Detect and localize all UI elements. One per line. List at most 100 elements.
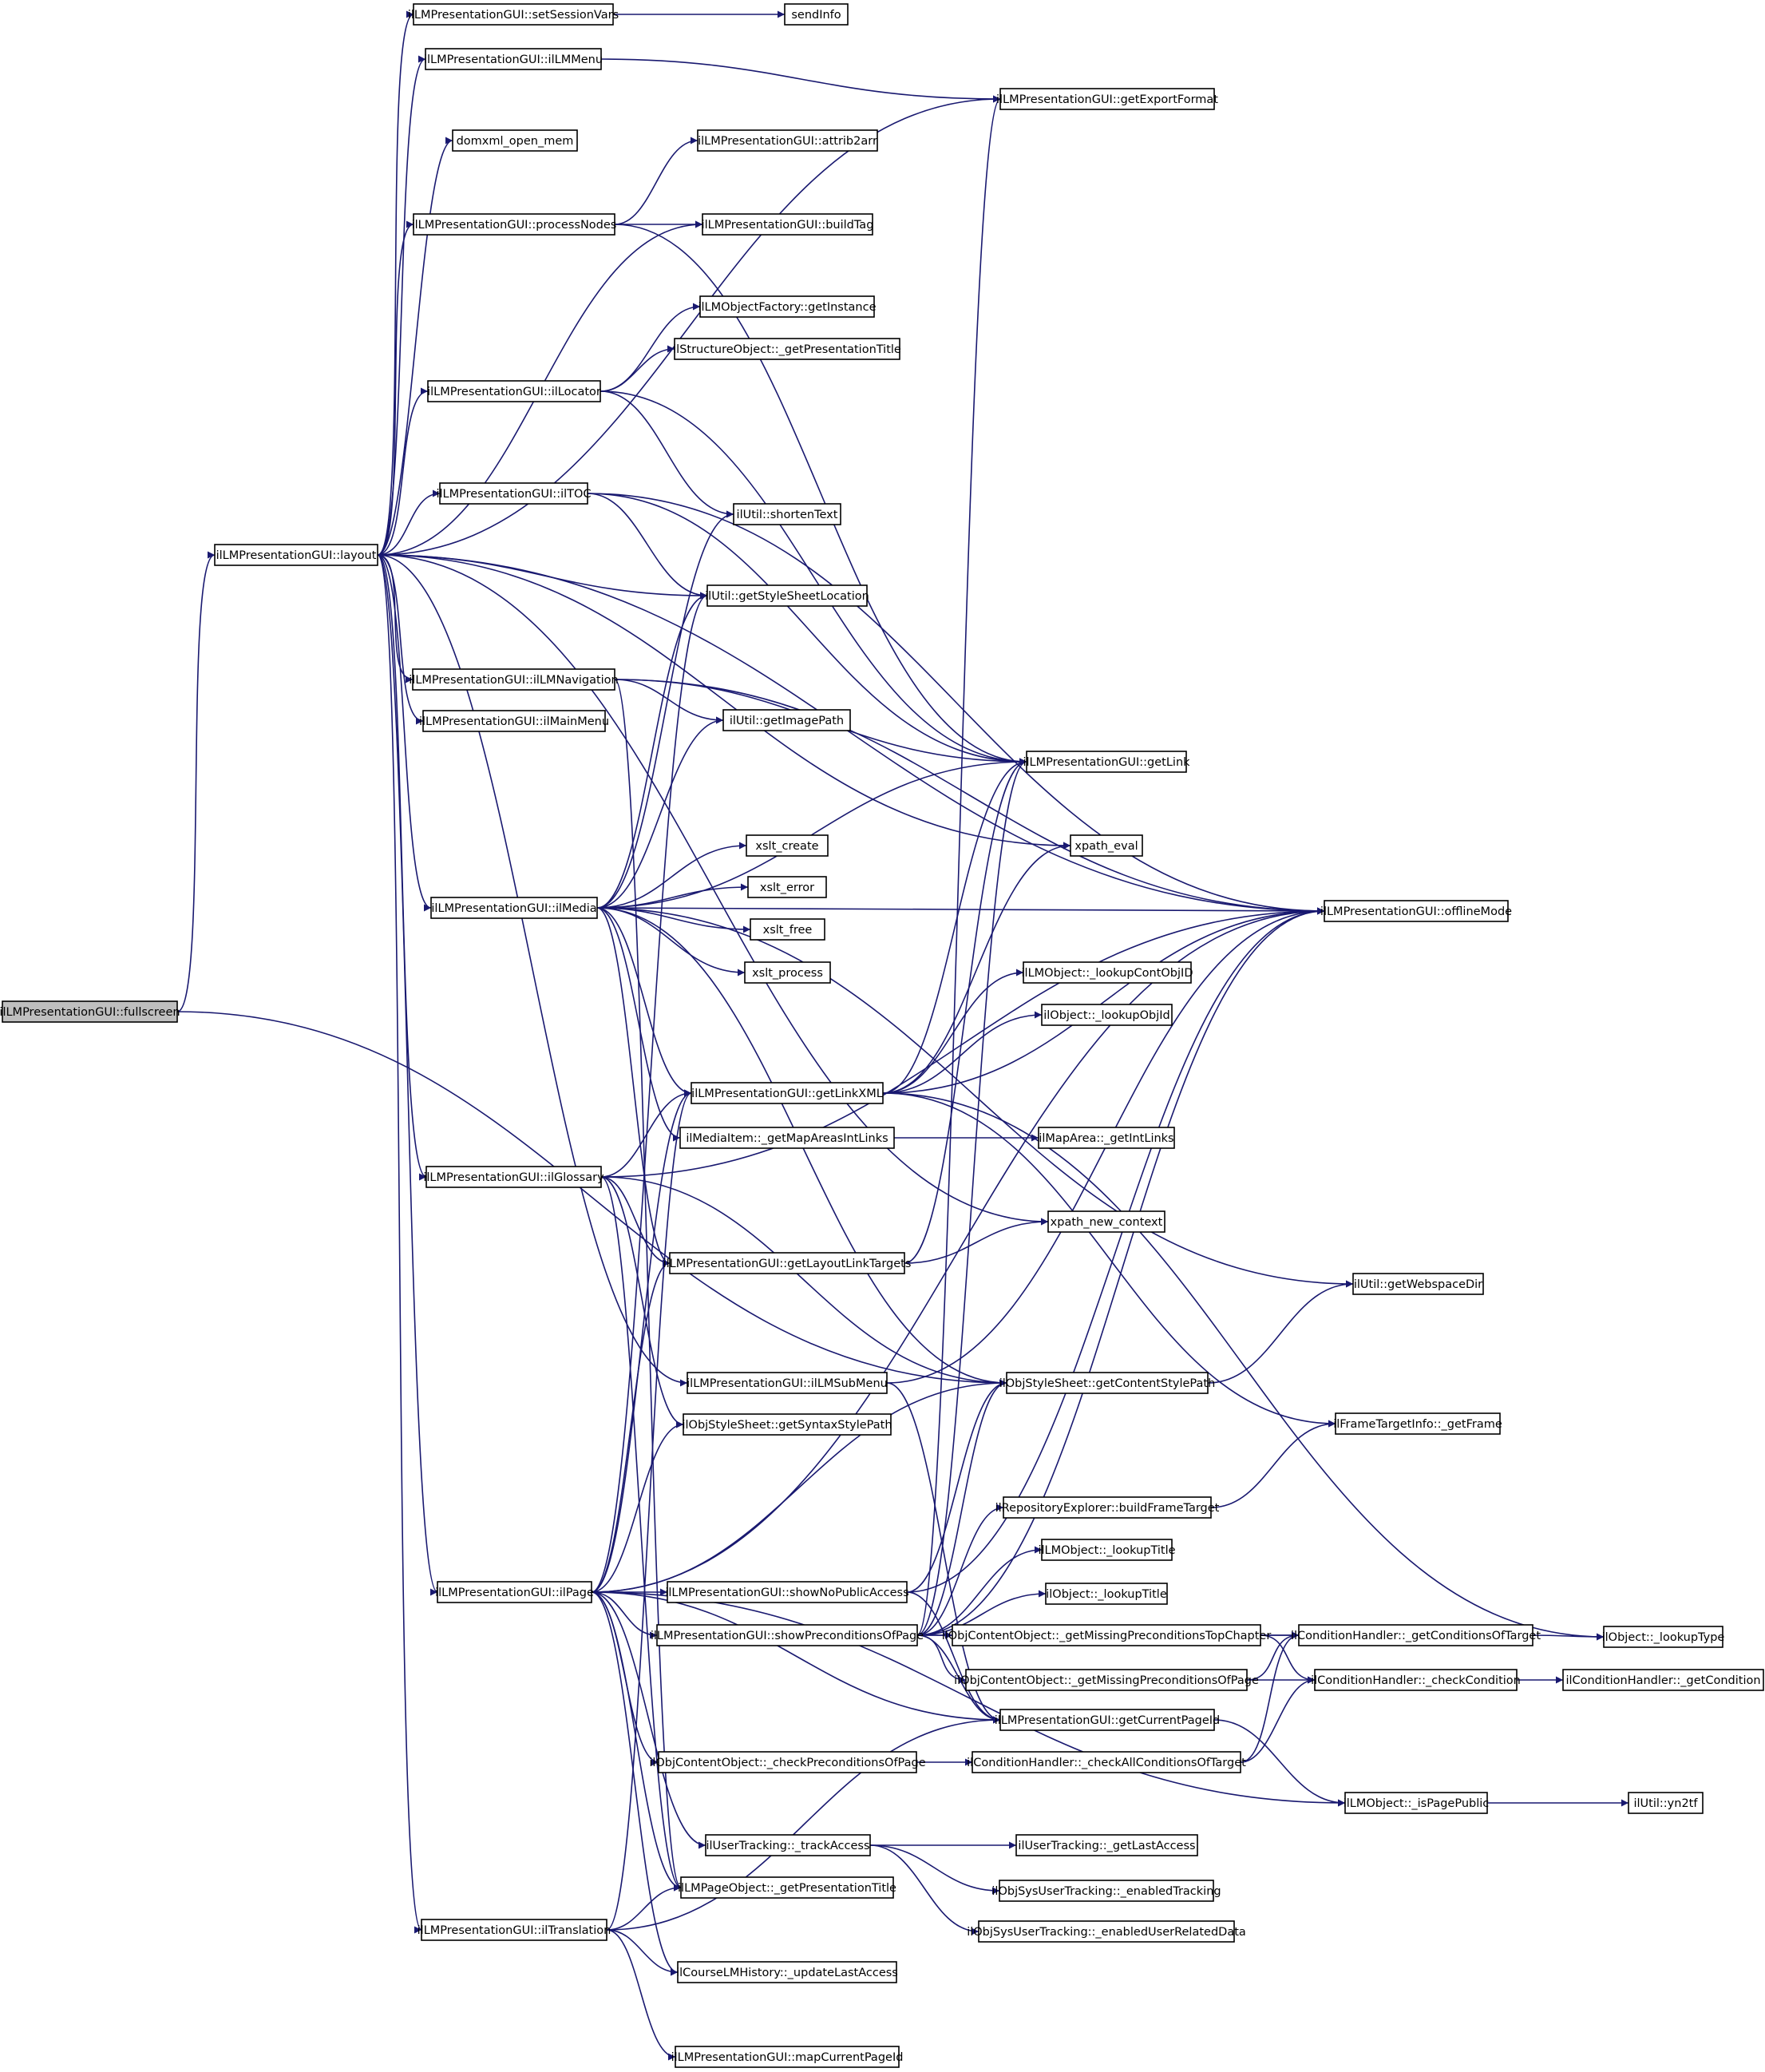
node-lookup-obj-id[interactable]: ilObject::_lookupObjId xyxy=(1041,1004,1173,1026)
edge-get-link-xml-to-get-link xyxy=(882,758,1027,1094)
node-is-page-public[interactable]: ilLMObject::_isPagePublic xyxy=(1344,1792,1490,1814)
node-get-link-xml[interactable]: ilLMPresentationGUI::getLinkXML xyxy=(691,1082,884,1104)
node-box xyxy=(1047,1210,1165,1233)
edge-il-page-to-get-link-xml xyxy=(591,1089,692,1593)
node-attrib2arr[interactable]: ilLMPresentationGUI::attrib2arr xyxy=(697,129,878,152)
node-struct-pres-title[interactable]: ilStructureObject::_getPresentationTitle xyxy=(673,338,901,360)
edge-get-conditions-of-target-to-lookup-type xyxy=(1532,1633,1605,1641)
node-get-current-page-id[interactable]: ilLMPresentationGUI::getCurrentPageId xyxy=(995,1709,1220,1731)
node-shorten-text[interactable]: ilUtil::shortenText xyxy=(733,503,841,525)
node-map-current-page-id[interactable]: ilLMPresentationGUI::mapCurrentPageId xyxy=(671,2046,904,2068)
node-il-glossary[interactable]: ilLMPresentationGUI::ilGlossary xyxy=(423,1166,604,1188)
node-build-tag[interactable]: ilLMPresentationGUI::buildTag xyxy=(702,213,874,236)
node-get-syntax-style-path[interactable]: ilObjStyleSheet::getSyntaxStylePath xyxy=(682,1413,892,1436)
node-get-instance[interactable]: ilLMObjectFactory::getInstance xyxy=(698,295,877,318)
node-label: ilMapArea::_getIntLinks xyxy=(1039,1132,1173,1145)
node-page-obj-pres-title[interactable]: ilLMPageObject::_getPresentationTitle xyxy=(678,1876,896,1899)
node-il-lmmenu[interactable]: ilLMPresentationGUI::ilLMMenu xyxy=(424,48,603,70)
node-il-locator[interactable]: ilLMPresentationGUI::ilLocator xyxy=(427,380,601,402)
node-lm-lookup-title[interactable]: ilLMObject::_lookupTitle xyxy=(1038,1539,1176,1561)
node-box xyxy=(1026,751,1187,773)
node-label: ilLMObject::_lookupContObjID xyxy=(1022,967,1193,980)
node-update-last-access[interactable]: ilCourseLMHistory::_updateLastAccess xyxy=(676,1961,898,1983)
node-il-toc[interactable]: ilLMPresentationGUI::ilTOC xyxy=(436,482,592,505)
node-check-condition[interactable]: ilConditionHandler::_checkCondition xyxy=(1311,1669,1521,1691)
node-xslt-process[interactable]: xslt_process xyxy=(744,961,831,984)
node-process-nodes[interactable]: ilLMPresentationGUI::processNodes xyxy=(412,213,617,236)
node-xslt-create[interactable]: xslt_create xyxy=(746,834,829,857)
node-get-int-links[interactable]: ilMapArea::_getIntLinks xyxy=(1038,1127,1175,1149)
node-get-content-style-path[interactable]: ilObjStyleSheet::getContentStylePath xyxy=(999,1372,1216,1394)
node-enabled-user-related-data[interactable]: ilObjSysUserTracking::_enabledUserRelate… xyxy=(967,1920,1246,1943)
node-domxml-open-mem[interactable]: domxml_open_mem xyxy=(452,129,578,152)
node-label: ilLMPresentationGUI::mapCurrentPageId xyxy=(671,2051,904,2064)
node-box xyxy=(421,1919,607,1941)
node-il-lmsub-menu[interactable]: ilLMPresentationGUI::ilLMSubMenu xyxy=(687,1372,888,1394)
node-box xyxy=(1070,834,1143,857)
edge-il-lmnavigation-to-offline-mode xyxy=(614,679,1325,915)
edge-layout-to-set-session-vars xyxy=(377,10,414,556)
node-label: xslt_create xyxy=(755,840,818,853)
node-get-last-access[interactable]: ilUserTracking::_getLastAccess xyxy=(1015,1834,1198,1856)
node-layout[interactable]: ilLMPresentationGUI::layout xyxy=(214,544,378,566)
node-xpath-eval[interactable]: xpath_eval xyxy=(1070,834,1143,857)
node-yn2tf[interactable]: ilUtil::yn2tf xyxy=(1628,1792,1704,1814)
node-il-main-menu[interactable]: ilLMPresentationGUI::ilMainMenu xyxy=(419,710,609,732)
node-lookup-type[interactable]: ilObject::_lookupType xyxy=(1602,1626,1725,1648)
node-box xyxy=(439,482,588,505)
edge-il-glossary-to-page-obj-pres-title xyxy=(600,1176,682,1892)
node-box xyxy=(1038,1127,1175,1149)
node-check-prec-of-page[interactable]: ilObjContentObject::_checkPreconditionsO… xyxy=(649,1751,926,1773)
node-get-export-format[interactable]: ilLMPresentationGUI::getExportFormat xyxy=(996,88,1218,110)
node-enabled-tracking[interactable]: ilObjSysUserTracking::_enabledTracking xyxy=(991,1880,1221,1902)
node-label: ilLMPresentationGUI::ilMainMenu xyxy=(419,715,609,728)
edge-il-page-to-get-style-sheet-location xyxy=(591,592,708,1593)
node-get-frame[interactable]: ilFrameTargetInfo::_getFrame xyxy=(1333,1412,1502,1435)
edge-check-all-conditions-to-get-conditions-of-target xyxy=(1240,1631,1300,1763)
node-get-conditions-of-target[interactable]: ilConditionHandler::_getConditionsOfTarg… xyxy=(1291,1624,1541,1646)
node-il-translation[interactable]: ilLMPresentationGUI::ilTranslation xyxy=(418,1919,611,1941)
node-box xyxy=(1045,1583,1168,1605)
node-get-image-path[interactable]: ilUtil::getImagePath xyxy=(722,709,851,731)
node-show-no-public-access[interactable]: ilLMPresentationGUI::showNoPublicAccess xyxy=(665,1581,909,1603)
edge-track-access-to-enabled-user-related-data xyxy=(869,1844,979,1935)
node-xpath-new-context[interactable]: xpath_new_context xyxy=(1047,1210,1165,1233)
node-offline-mode[interactable]: ilLMPresentationGUI::offlineMode xyxy=(1320,900,1512,922)
edge-il-translation-to-page-obj-pres-title xyxy=(606,1884,682,1931)
node-box xyxy=(683,1413,892,1436)
edge-layout-to-il-toc xyxy=(377,489,441,556)
node-label: xpath_eval xyxy=(1074,840,1138,853)
node-missing-prec-of-page[interactable]: ilObjContentObject::_getMissingPrecondit… xyxy=(954,1669,1259,1691)
node-show-preconditions-of-page[interactable]: ilLMPresentationGUI::showPreconditionsOf… xyxy=(651,1624,924,1646)
edge-get-link-xml-to-get-frame xyxy=(882,1092,1336,1428)
node-xslt-error[interactable]: xslt_error xyxy=(747,876,827,898)
node-box xyxy=(1015,1834,1198,1856)
node-box xyxy=(1352,1273,1484,1295)
node-set-session-vars[interactable]: ilLMPresentationGUI::setSessionVars xyxy=(408,3,619,26)
node-get-webspace-dir[interactable]: ilUtil::getWebspaceDir xyxy=(1352,1273,1484,1295)
node-get-style-sheet-location[interactable]: ilUtil::getStyleSheetLocation xyxy=(705,584,869,607)
node-get-map-areas-int-links[interactable]: ilMediaItem::_getMapAreasIntLinks xyxy=(679,1127,895,1149)
node-box xyxy=(1023,961,1192,984)
edge-check-all-conditions-to-check-condition xyxy=(1240,1676,1316,1763)
node-xslt-free[interactable]: xslt_free xyxy=(750,918,825,941)
node-missing-prec-top-chapter[interactable]: ilObjContentObject::_getMissingPrecondit… xyxy=(942,1624,1272,1646)
node-check-all-conditions[interactable]: ilConditionHandler::_checkAllConditionsO… xyxy=(967,1751,1246,1773)
node-il-page[interactable]: ilLMPresentationGUI::ilPage xyxy=(435,1581,594,1603)
node-il-lmnavigation[interactable]: ilLMPresentationGUI::ilLMNavigation xyxy=(409,668,619,691)
node-build-frame-target[interactable]: ilRepositoryExplorer::buildFrameTarget xyxy=(995,1496,1220,1519)
node-get-link[interactable]: ilLMPresentationGUI::getLink xyxy=(1023,751,1190,773)
node-track-access[interactable]: ilUserTracking::_trackAccess xyxy=(705,1834,871,1856)
node-label: xslt_process xyxy=(752,967,823,980)
node-get-layout-link-targets[interactable]: ilLMPresentationGUI::getLayoutLinkTarget… xyxy=(663,1252,912,1274)
node-obj-lookup-title[interactable]: ilObject::_lookupTitle xyxy=(1045,1583,1168,1605)
node-label: ilObject::_lookupType xyxy=(1602,1631,1725,1644)
node-fullscreen[interactable]: ilLMPresentationGUI::fullscreen xyxy=(0,1000,180,1023)
node-send-info[interactable]: sendInfo xyxy=(784,3,849,26)
node-lookup-cont-obj-id[interactable]: ilLMObject::_lookupContObjID xyxy=(1022,961,1193,984)
edge-il-lmsub-menu-to-get-current-page-id xyxy=(886,1382,1001,1724)
node-il-media[interactable]: ilLMPresentationGUI::ilMedia xyxy=(430,897,598,919)
node-get-condition[interactable]: ilConditionHandler::_getCondition xyxy=(1562,1669,1764,1691)
node-box xyxy=(999,1709,1215,1731)
